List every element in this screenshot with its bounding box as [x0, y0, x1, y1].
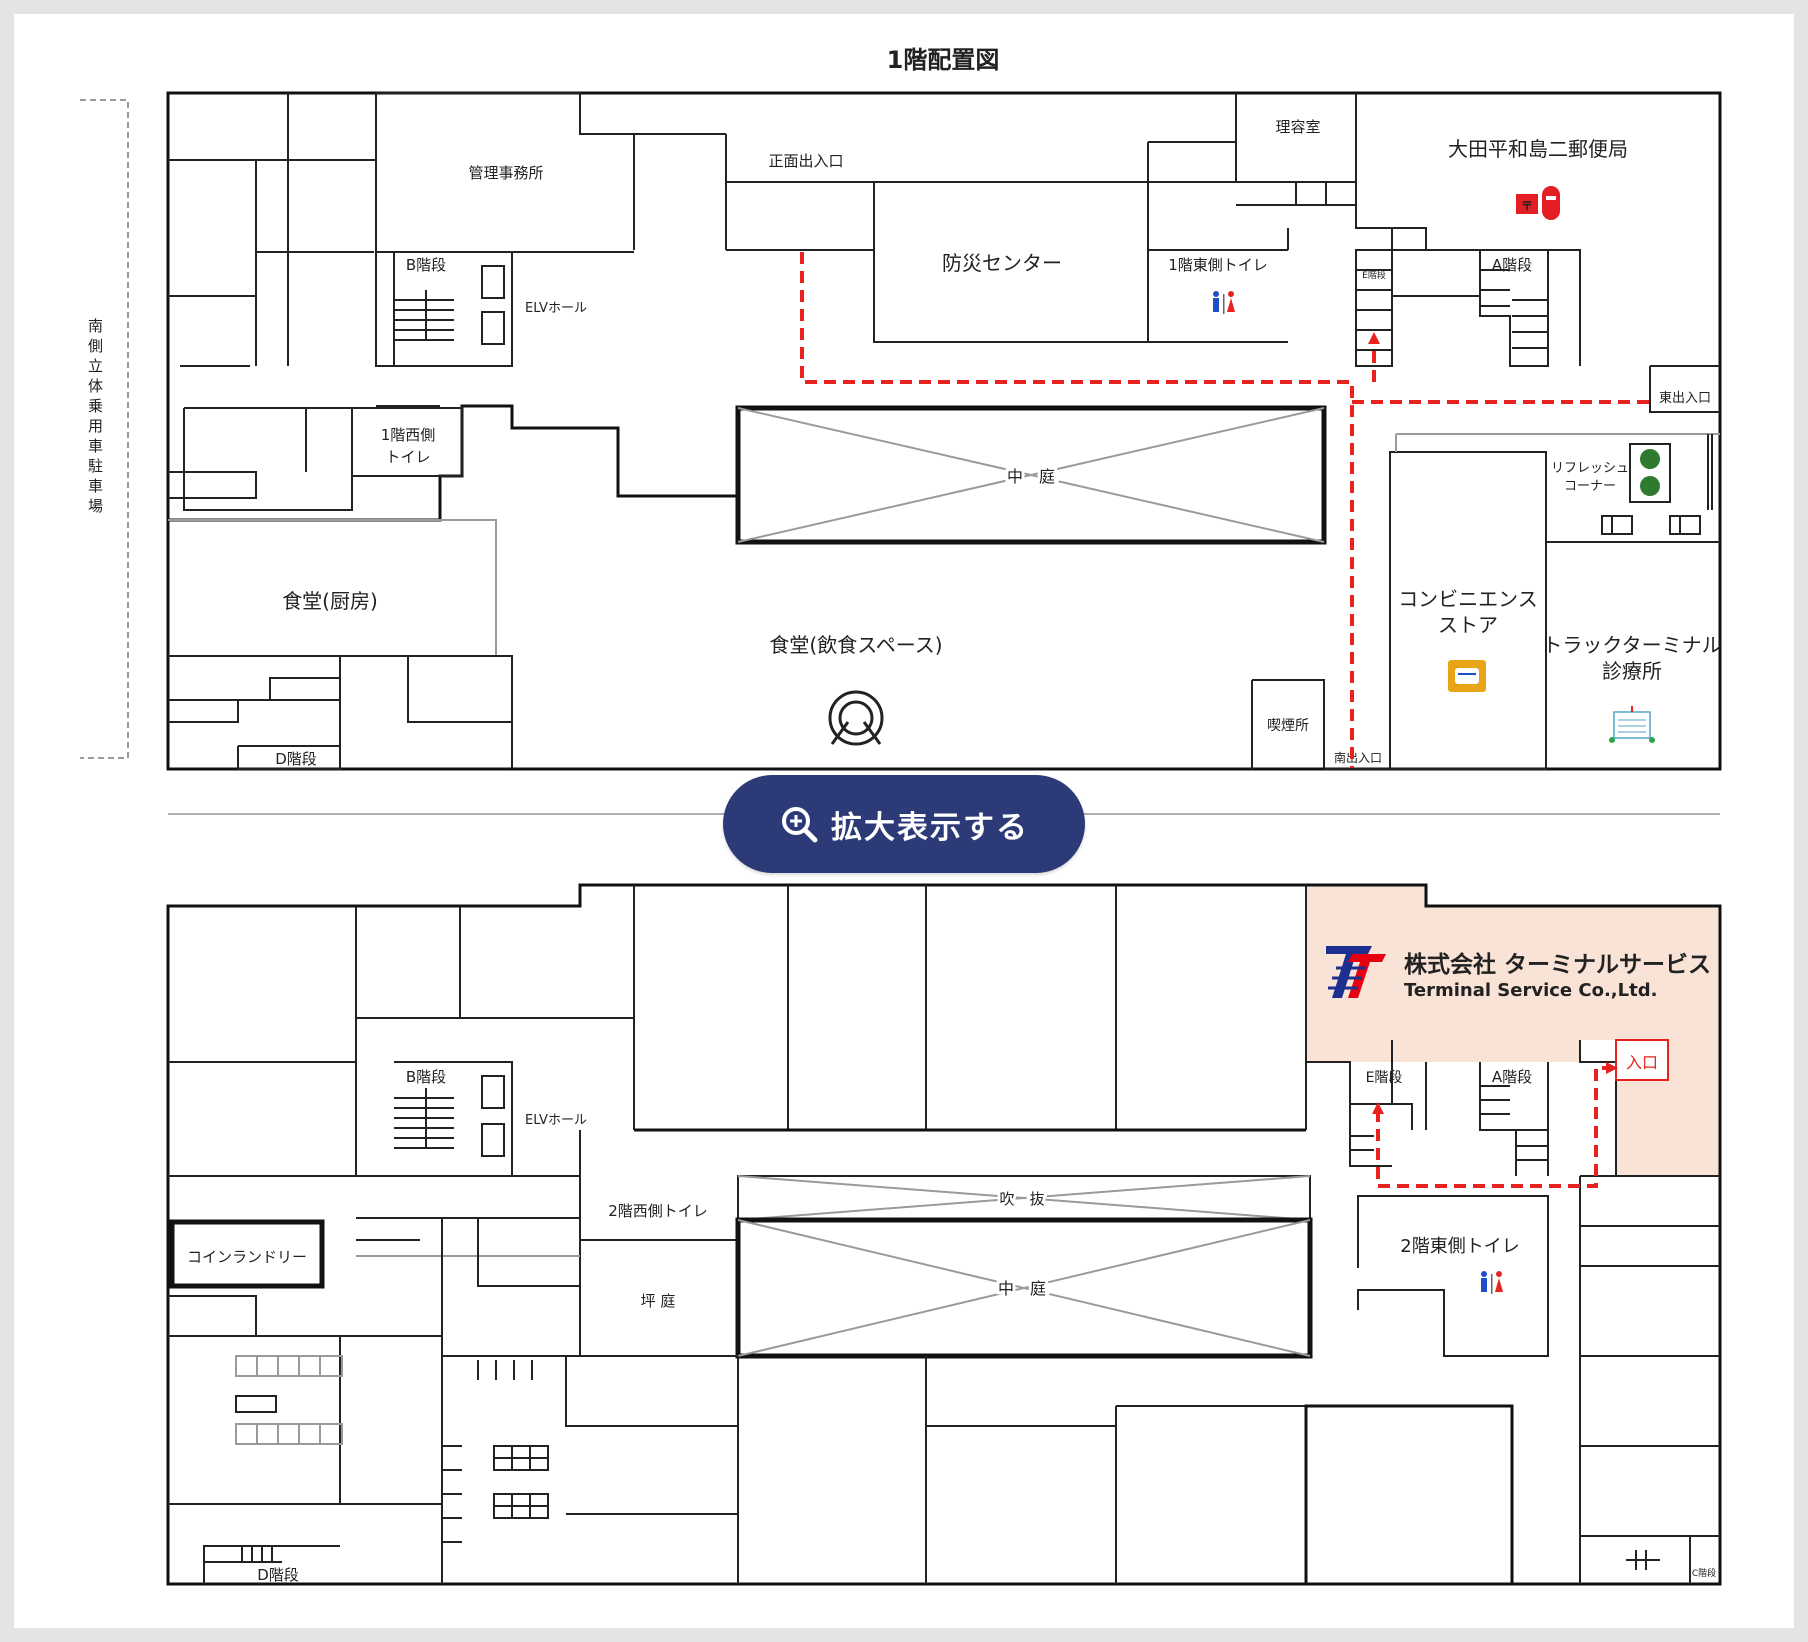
f1-east-toilet-label: 1階東側トイレ: [1168, 256, 1268, 274]
f1-front-entrance-label: 正面出入口: [768, 152, 843, 170]
f2-b-stairs-label: B階段: [406, 1068, 446, 1086]
toilet-icon: [1481, 1271, 1503, 1294]
f2-entrance-label: 入口: [1626, 1053, 1658, 1072]
bench-icon: [1601, 434, 1709, 535]
convenience-store-icon: [1448, 660, 1486, 692]
zoom-in-icon: [782, 807, 818, 843]
f1-d-stairs-label: D階段: [275, 750, 317, 768]
f2-tenant-highlight: [1306, 885, 1720, 1176]
f1-convenience-label-1: コンビニエンス: [1398, 587, 1538, 611]
f2-laundry-label: コインランドリー: [187, 1248, 307, 1266]
f1-barber-label: 理容室: [1275, 118, 1320, 136]
svg-text:〒: 〒: [1521, 199, 1533, 213]
f1-refresh-label-1: リフレッシュ: [1551, 461, 1629, 476]
f1-refresh-label-2: コーナー: [1564, 479, 1616, 494]
clinic-icon: [1609, 706, 1655, 743]
f1-convenience-label-2: ストア: [1438, 613, 1498, 637]
f1-post-office-label: 大田平和島二郵便局: [1448, 137, 1628, 161]
f2-elv-hall-label: ELVホール: [525, 1113, 587, 1128]
f1-a-stairs-label: A階段: [1492, 256, 1532, 274]
f1-west-toilet-label-1: 1階西側: [381, 426, 436, 444]
company-logo-icon: [1326, 946, 1386, 998]
f1-disaster-center-label: 防災センター: [942, 251, 1062, 275]
f2-route-line: [1376, 1066, 1610, 1188]
tree-icon: [1629, 443, 1671, 503]
f2-east-toilet-label: 2階東側トイレ: [1400, 1236, 1519, 1257]
f1-elv-hall-label: ELVホール: [525, 301, 587, 316]
floor-1-plan: 管理事務所 正面出入口 防災センター 理容室 大田平和島二郵便局 B階段 ELV…: [166, 91, 1722, 771]
f2-e-stairs-label: E階段: [1366, 1070, 1403, 1086]
f1-e-stairs-label: E階段: [1362, 269, 1386, 281]
f1-courtyard-label: 中 庭: [1007, 467, 1055, 486]
f1-cafeteria-kitchen-label: 食堂(厨房): [282, 589, 378, 613]
f1-cafeteria-dining-label: 食堂(飲食スペース): [769, 633, 942, 657]
f2-small-garden-label: 坪 庭: [641, 1292, 676, 1310]
f2-west-toilet-label: 2階西側トイレ: [608, 1202, 708, 1220]
f1-south-entrance-label: 南出入口: [1334, 750, 1382, 765]
company-name-ja: 株式会社 ターミナルサービス: [1404, 951, 1711, 978]
toilet-icon: [1213, 291, 1235, 314]
floor-2-plan: 株式会社 ターミナルサービス Terminal Service Co.,Ltd.…: [166, 883, 1722, 1586]
f2-d-stairs-label: D階段: [257, 1566, 299, 1584]
map-title: 1階配置図: [887, 46, 1000, 74]
company-name-en: Terminal Service Co.,Ltd.: [1404, 980, 1657, 1001]
f1-smoking-label: 喫煙所: [1267, 718, 1309, 734]
f1-clinic-label-1: トラックターミナル: [1542, 633, 1721, 657]
f1-west-toilet-label-2: トイレ: [385, 448, 430, 466]
f2-atrium-label: 吹 抜: [999, 1190, 1044, 1208]
f1-route-line: [800, 252, 1354, 768]
south-parking-text: 南側立体乗用車駐車場: [86, 318, 104, 518]
f2-courtyard-label: 中 庭: [998, 1279, 1046, 1298]
post-office-icon: 〒: [1516, 186, 1560, 220]
f1-east-entrance-label: 東出入口: [1659, 390, 1711, 406]
f1-admin-office-label: 管理事務所: [468, 164, 543, 182]
zoom-view-label: 拡大表示する: [831, 809, 1029, 846]
f2-a-stairs-label: A階段: [1492, 1068, 1532, 1086]
f1-b-stairs-label: B階段: [406, 256, 446, 274]
restaurant-icon: [828, 690, 884, 746]
south-parking-label: 南側立体乗用車駐車場: [80, 99, 129, 759]
zoom-view-button[interactable]: 拡大表示する: [723, 775, 1085, 873]
f2-c-stairs-label: C階段: [1692, 1567, 1716, 1579]
f1-clinic-label-2: 診療所: [1602, 659, 1662, 683]
